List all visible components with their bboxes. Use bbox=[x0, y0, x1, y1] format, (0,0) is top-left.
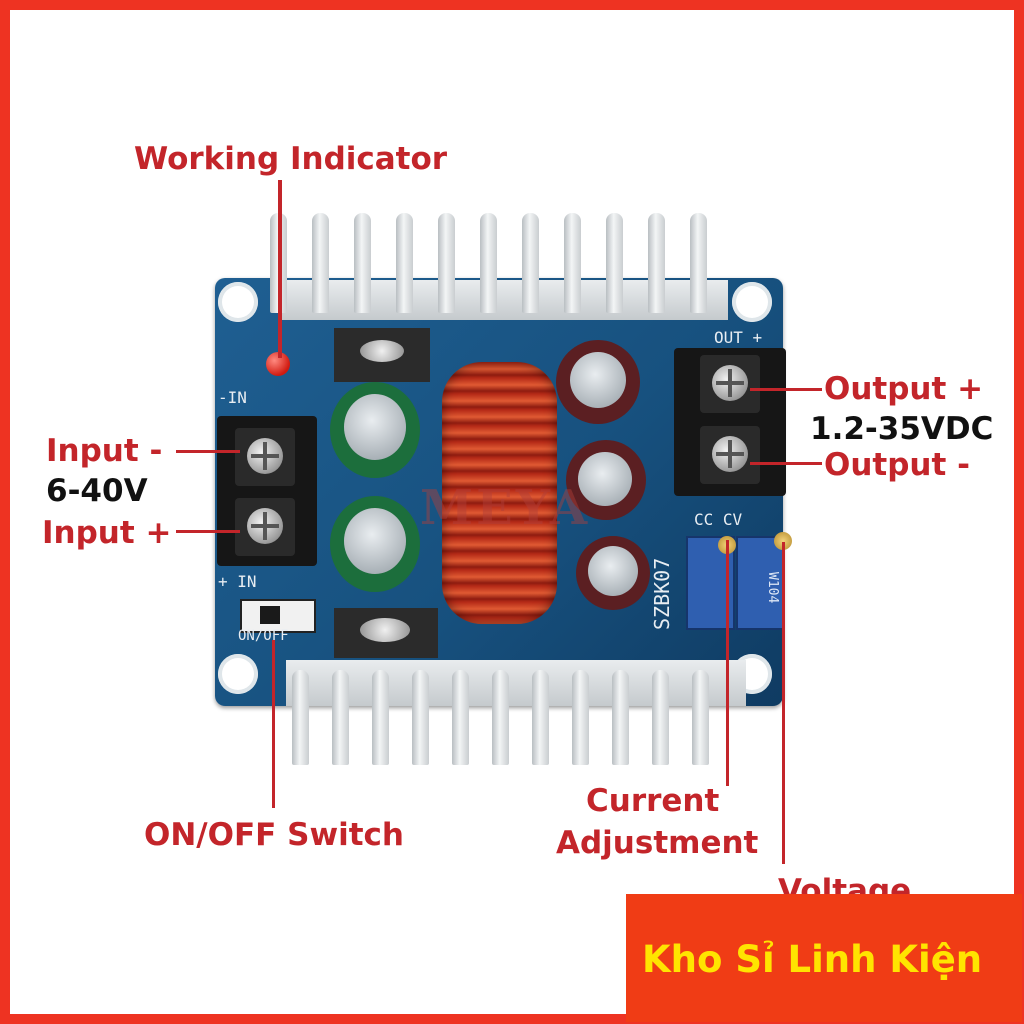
label-output-plus: Output + bbox=[824, 371, 984, 407]
heatsink-fin bbox=[648, 213, 665, 313]
callout-line-working-indicator bbox=[278, 180, 282, 358]
heatsink-fin bbox=[438, 213, 455, 313]
mount-hole bbox=[218, 282, 258, 322]
callout-line-output-plus bbox=[750, 388, 822, 391]
callout-line-onoff bbox=[272, 640, 275, 808]
onoff-switch bbox=[240, 599, 316, 633]
mount-hole bbox=[218, 654, 258, 694]
silk-in-minus: -IN bbox=[218, 388, 247, 407]
silk-out-plus: OUT + bbox=[714, 328, 763, 347]
inductor-coil bbox=[442, 362, 557, 624]
silk-cc-cv: CC CV bbox=[694, 510, 743, 529]
silk-in-plus: + IN bbox=[218, 572, 257, 591]
heatsink-fin bbox=[564, 213, 581, 313]
label-input-voltage: 6-40V bbox=[46, 473, 148, 509]
heatsink-fin bbox=[312, 213, 329, 313]
callout-line-output-minus bbox=[750, 462, 822, 465]
shop-banner: Kho Sỉ Linh Kiện bbox=[626, 894, 1022, 1022]
output-plus-screw bbox=[700, 355, 760, 413]
heatsink-fin bbox=[606, 213, 623, 313]
screw-icon bbox=[712, 436, 748, 472]
transistor-screw bbox=[360, 618, 410, 642]
label-onoff-switch: ON/OFF Switch bbox=[144, 817, 404, 853]
input-plus-screw bbox=[235, 498, 295, 556]
callout-line-input-plus bbox=[176, 530, 240, 533]
capacitor-top bbox=[344, 394, 406, 460]
heatsink-fin bbox=[522, 213, 539, 313]
voltage-potentiometer bbox=[736, 536, 785, 630]
heatsink-fin bbox=[354, 213, 371, 313]
capacitor-top bbox=[344, 508, 406, 574]
capacitor-top bbox=[578, 452, 632, 506]
callout-line-input-minus bbox=[176, 450, 240, 453]
heatsink-fin bbox=[572, 670, 589, 765]
shop-name: Kho Sỉ Linh Kiện bbox=[642, 938, 983, 981]
silk-pot-code: W104 bbox=[765, 572, 780, 604]
pot-screw-icon bbox=[774, 532, 792, 550]
mount-hole bbox=[732, 282, 772, 322]
output-minus-screw bbox=[700, 426, 760, 484]
heatsink-fin bbox=[396, 213, 413, 313]
heatsink-fin bbox=[692, 670, 709, 765]
heatsink-fin bbox=[372, 670, 389, 765]
label-working-indicator: Working Indicator bbox=[134, 141, 448, 177]
heatsink-fin bbox=[452, 670, 469, 765]
label-current-line1: Current bbox=[586, 783, 720, 819]
input-minus-screw bbox=[235, 428, 295, 486]
heatsink-fin bbox=[492, 670, 509, 765]
label-current-line2: Adjustment bbox=[556, 825, 759, 861]
silk-on-off: ON/OFF bbox=[238, 628, 289, 644]
heatsink-fin bbox=[292, 670, 309, 765]
heatsink-fin bbox=[480, 213, 497, 313]
heatsink-fin bbox=[412, 670, 429, 765]
watermark: MEYA bbox=[420, 480, 591, 536]
heatsink-fin bbox=[332, 670, 349, 765]
label-input-plus: Input + bbox=[42, 515, 172, 551]
heatsink-fin bbox=[652, 670, 669, 765]
screw-icon bbox=[247, 438, 283, 474]
transistor-screw bbox=[360, 340, 404, 362]
switch-knob bbox=[260, 606, 280, 624]
callout-line-current bbox=[726, 540, 729, 786]
capacitor-top bbox=[588, 546, 638, 596]
label-output-voltage: 1.2-35VDC bbox=[810, 411, 994, 447]
heatsink-fin bbox=[612, 670, 629, 765]
heatsink-fin bbox=[690, 213, 707, 313]
heatsink-fin bbox=[532, 670, 549, 765]
silk-model: SZBK07 bbox=[650, 557, 674, 630]
screw-icon bbox=[712, 365, 748, 401]
callout-line-voltage bbox=[782, 542, 785, 864]
screw-icon bbox=[247, 508, 283, 544]
bottom-heatsink bbox=[286, 660, 746, 706]
label-output-minus: Output - bbox=[824, 447, 970, 483]
label-input-minus: Input - bbox=[46, 433, 163, 469]
capacitor-top bbox=[570, 352, 626, 408]
